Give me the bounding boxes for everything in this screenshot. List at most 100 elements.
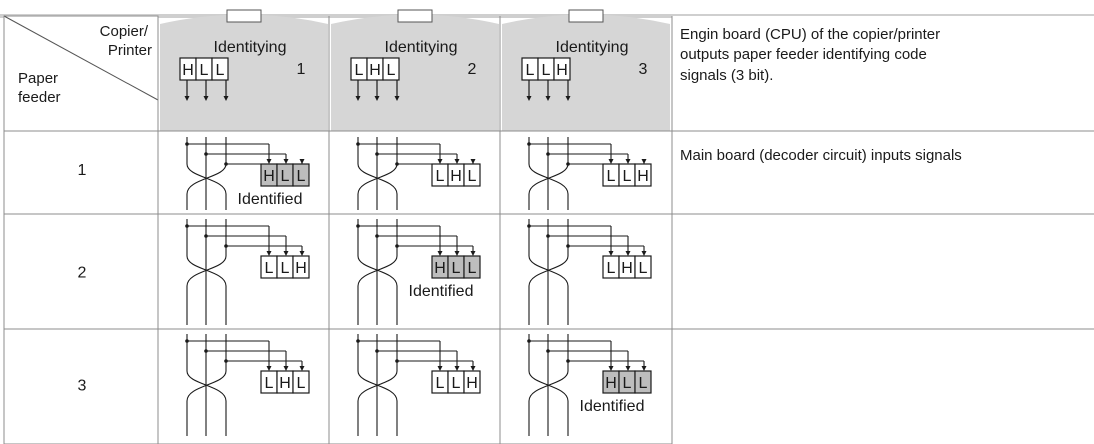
column-code-bit-box (382, 57, 400, 81)
description-main: Main board (decoder circuit) inputs sign… (680, 147, 962, 164)
connector-slot-icon (397, 9, 433, 23)
decoder-code-bit-3: H (637, 168, 649, 185)
decoder-code-bit-2: L (452, 260, 461, 277)
arrow-head (266, 366, 272, 371)
decoder-code-bit-2: L (623, 375, 632, 392)
arrow-head (470, 251, 476, 256)
decoder-code-bit-box (463, 163, 481, 187)
decoder-code-bit-2: L (623, 168, 632, 185)
arrow-head (625, 366, 631, 371)
arrow-head (299, 366, 305, 371)
decoder-code-bit-box (292, 255, 310, 279)
decoder-code-bit-1: L (265, 375, 274, 392)
column-header-tab (502, 14, 670, 131)
decoder-code-bit-box (463, 370, 481, 394)
arrow-head (283, 251, 289, 256)
arrow-head (470, 159, 476, 164)
signal-wire (528, 219, 569, 325)
decoder-code-bit-2: L (281, 168, 290, 185)
decoder-code-bit-3: L (639, 375, 648, 392)
decoder-code-bit-1: H (605, 375, 617, 392)
signal-wire (357, 219, 398, 325)
identifying-label: Identitying (385, 39, 458, 56)
feeder-number: 2 (78, 265, 87, 282)
identified-label: Identified (580, 398, 645, 415)
column-header-tab (160, 14, 328, 131)
decoder-code-bit-3: H (295, 260, 307, 277)
column-header-tab (331, 14, 499, 131)
column-code-bit-box (553, 57, 571, 81)
arrow-head (565, 96, 571, 101)
arrow-head (454, 366, 460, 371)
column-code-bit-2: L (200, 62, 209, 79)
decoder-code-bit-box (463, 255, 481, 279)
decoder-code-bit-box (634, 163, 652, 187)
arrow-head (299, 159, 305, 164)
identified-label: Identified (409, 283, 474, 300)
arrow-head (374, 96, 380, 101)
arrow-head (545, 96, 551, 101)
arrow-head (608, 366, 614, 371)
identifying-label: Identitying (214, 39, 287, 56)
decoder-code-bit-box (634, 370, 652, 394)
decoder-code-bit-2: L (452, 375, 461, 392)
arrow-head (454, 159, 460, 164)
description-column: Engin board (CPU) of the copier/printer … (672, 16, 1094, 164)
arrow-head (437, 366, 443, 371)
arrow-head (283, 159, 289, 164)
corner-diagonal (3, 15, 159, 101)
arrow-head (641, 159, 647, 164)
feeder-number: 3 (78, 378, 87, 395)
column-code-bit-1: L (355, 62, 364, 79)
arrow-head (266, 159, 272, 164)
arrow-head (299, 251, 305, 256)
decoder-code-bit-3: L (639, 260, 648, 277)
decoder-code-bit-3: L (297, 168, 306, 185)
decoder-code-bit-box (292, 163, 310, 187)
arrow-head (625, 159, 631, 164)
decoder-code-bit-1: L (607, 260, 616, 277)
column-code-bit-2: L (542, 62, 551, 79)
decoder-code-bit-3: L (468, 260, 477, 277)
arrow-head (184, 96, 190, 101)
arrow-head (437, 159, 443, 164)
decoder-code-bit-3: H (466, 375, 478, 392)
column-code-bit-box (211, 57, 229, 81)
column-code-bit-2: H (369, 62, 381, 79)
decoder-code-bit-box (634, 255, 652, 279)
column-code-bit-3: L (216, 62, 225, 79)
grid-lines (3, 16, 1094, 444)
feeder-number: 1 (78, 162, 87, 179)
arrow-head (394, 96, 400, 101)
decoder-code-bit-2: H (279, 375, 291, 392)
decoder-code-bit-2: H (621, 260, 633, 277)
decoder-code-bit-3: L (468, 168, 477, 185)
arrow-head (266, 251, 272, 256)
decoder-code-bit-2: L (281, 260, 290, 277)
arrow-head (283, 366, 289, 371)
signal-wire (528, 334, 569, 436)
arrow-head (641, 366, 647, 371)
arrow-head (454, 251, 460, 256)
identified-label: Identified (238, 191, 303, 208)
decoder-code-bit-1: H (434, 260, 446, 277)
connector-slot-icon (568, 9, 604, 23)
arrow-head (625, 251, 631, 256)
